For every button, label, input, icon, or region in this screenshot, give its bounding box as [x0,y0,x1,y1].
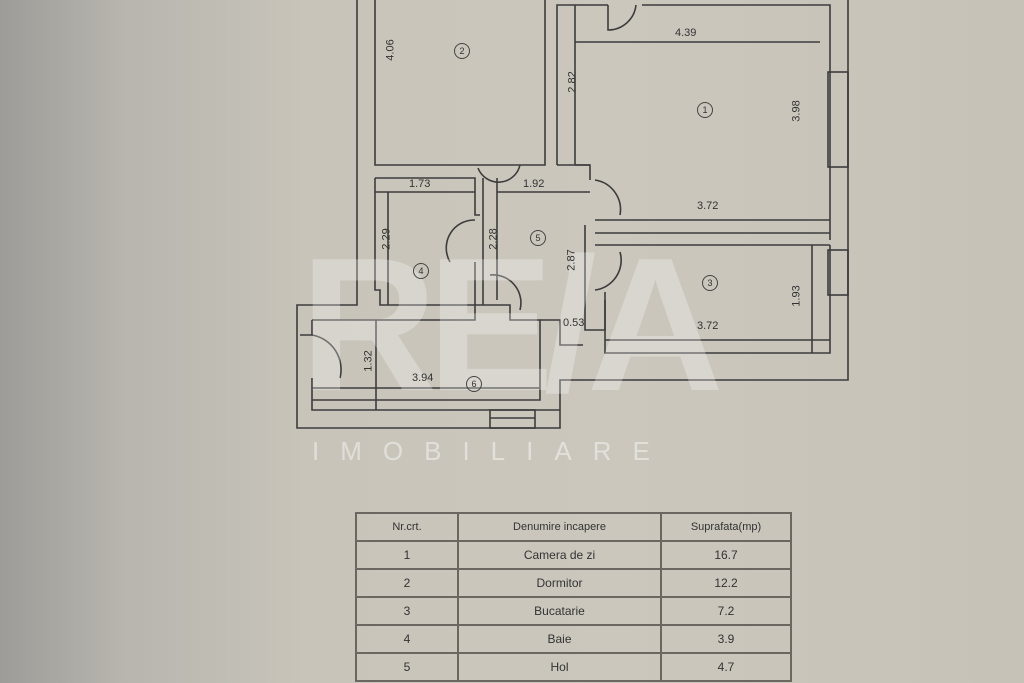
table-row: 5 Hol 4.7 [355,652,792,682]
column-header: Nr.crt. [355,512,459,542]
cell-nr: 1 [355,540,459,570]
room-number-1: 1 [697,102,713,118]
cell-area: 4.7 [660,652,792,682]
room-number-6: 6 [466,376,482,392]
dimension-label: 2.29 [380,228,393,250]
cell-area: 7.2 [660,596,792,626]
dimension-label: 3.72 [697,200,719,212]
door-room-1-hall [594,179,622,216]
dimension-label: 3.94 [412,372,434,384]
door-entrance [311,334,342,379]
cell-room-name: Hol [457,652,662,682]
door-room-1 [607,4,637,31]
wall-room-3 [604,245,831,354]
table-row: 2 Dormitor 12.2 [355,568,792,598]
dimension-label: 2.87 [565,249,578,271]
cell-room-name: Dormitor [457,568,662,598]
dimension-label: 1.73 [409,178,431,190]
wall-room-1 [556,4,608,165]
dimension-label: 2.82 [566,71,579,93]
dimension-label: 4.39 [675,27,697,39]
cell-nr: 3 [355,596,459,626]
cell-area: 3.9 [660,624,792,654]
watermark-subtitle: IMOBILIARE [312,436,671,466]
window-room-3 [827,249,849,296]
column-header: Denumire incapere [457,512,662,542]
wall-room-2-inner [374,0,546,166]
cell-area: 16.7 [660,540,792,570]
window-room-1 [827,71,849,168]
cell-room-name: Camera de zi [457,540,662,570]
table-row: 1 Camera de zi 16.7 [355,540,792,570]
wall-room-2 [296,0,849,429]
column-header: Suprafata(mp) [660,512,792,542]
table-header-row: Nr.crt. Denumire incapere Suprafata(mp) [355,512,792,542]
dimension-label: 3.98 [790,100,803,122]
table-row: 3 Bucatarie 7.2 [355,596,792,626]
door-room-4 [445,219,476,263]
cell-nr: 5 [355,652,459,682]
cell-nr: 2 [355,568,459,598]
cell-room-name: Baie [457,624,662,654]
wall-room-1-top [642,4,831,240]
wall-room-6 [312,304,541,401]
room-number-2: 2 [454,43,470,59]
room-number-3: 3 [702,275,718,291]
door-room-2 [477,164,521,183]
watermark-logo: RE/A [300,219,724,431]
dimension-label: 4.06 [384,39,397,61]
dimension-label: 3.72 [697,320,719,332]
door-room-3 [594,251,622,291]
dimension-label: 0.53 [563,317,585,329]
dimension-label: 1.93 [790,285,803,307]
room-number-5: 5 [530,230,546,246]
dimension-label: 1.32 [362,350,375,372]
dimension-label: 2.28 [487,228,500,250]
room-area-table: Nr.crt. Denumire incapere Suprafata(mp) … [355,512,792,682]
cell-nr: 4 [355,624,459,654]
room-number-4: 4 [413,263,429,279]
dimension-label: 1.92 [523,178,545,190]
table-row: 4 Baie 3.9 [355,624,792,654]
cell-area: 12.2 [660,568,792,598]
cell-room-name: Bucatarie [457,596,662,626]
